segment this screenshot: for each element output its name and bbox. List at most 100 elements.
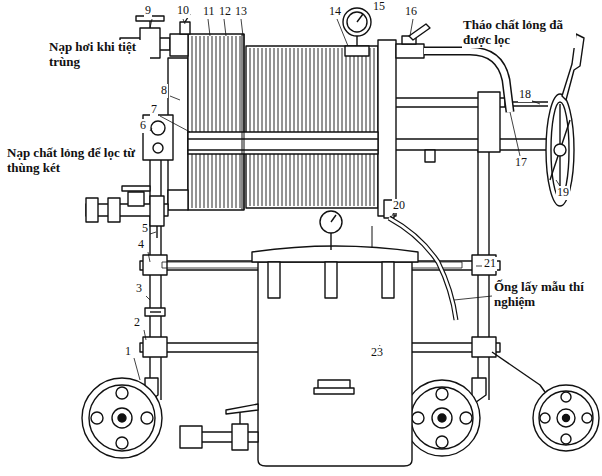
callout-number: 16 [404, 5, 418, 19]
filter-plate [236, 36, 237, 208]
filter-plate [286, 48, 287, 206]
filter-plate [278, 48, 279, 206]
sampling-tube [372, 200, 456, 320]
caster-wheel [582, 413, 592, 423]
callout-number: 18 [518, 88, 532, 102]
leader-line [134, 358, 140, 380]
inlet-pipe [128, 192, 144, 206]
filter-plate [302, 48, 303, 206]
filter-plate [212, 36, 213, 208]
caster-wheel [492, 352, 545, 392]
collection-tank [314, 388, 354, 394]
leader-line [146, 296, 150, 300]
outlet-valve [409, 24, 430, 40]
caster-wheel [112, 408, 132, 428]
filter-plate [196, 36, 197, 208]
filter-plate-pack [246, 46, 378, 208]
caster-wheel [118, 414, 126, 422]
callout-number: 17 [514, 156, 528, 170]
tie-bar [425, 150, 435, 162]
callout-number: 6 [139, 119, 147, 133]
frame [150, 311, 161, 312]
caster-wheel [89, 385, 155, 451]
caster-wheel [411, 387, 473, 449]
callout-number: 14 [328, 5, 342, 19]
tie-rod [188, 132, 378, 154]
callout-number: 5 [141, 222, 149, 236]
collection-tank [252, 211, 418, 466]
pressure-gauge [357, 14, 363, 22]
handwheel [559, 104, 560, 150]
filter-plate [254, 48, 255, 206]
frame [472, 255, 496, 275]
callout-number: 8 [160, 84, 168, 98]
leader-line [510, 112, 520, 156]
annotation-text: Tháo chất lỏng đã được lọc [462, 18, 576, 48]
pressure-gauge [343, 8, 371, 36]
caster-wheel [533, 385, 599, 451]
filter-plate [208, 36, 209, 208]
filter-plate [224, 36, 225, 208]
filter-plate [298, 48, 299, 206]
filter-plate [326, 48, 327, 206]
inlet-pipe [86, 186, 168, 238]
callout-number: 23 [370, 346, 384, 360]
filter-plate [306, 48, 307, 206]
caster-wheel [412, 412, 424, 424]
filter-plate [338, 48, 339, 206]
caster-wheel [82, 378, 162, 458]
callout-number: 11 [202, 5, 216, 19]
leader-line [337, 19, 348, 46]
filter-plate [216, 36, 217, 208]
collection-tank [330, 233, 331, 250]
annotation-text: Ống lấy mẫu thí nghiệm [493, 280, 593, 310]
callout-number: 9 [144, 4, 152, 18]
inlet-pipe [156, 226, 157, 238]
callout-number: 12 [218, 5, 232, 19]
filter-plate [362, 48, 363, 206]
leader-line [241, 19, 243, 36]
caster-wheel [116, 387, 128, 399]
filter-plate [342, 48, 343, 206]
filter-plate [374, 48, 375, 206]
tie-rod [244, 34, 245, 210]
callout-number: 19 [556, 186, 570, 200]
filter-plate [322, 48, 323, 206]
caster-wheel [539, 391, 593, 445]
filter-plate [350, 48, 351, 206]
inlet-pipe [150, 196, 164, 226]
tie-rod [188, 34, 378, 210]
caster-wheel [432, 408, 452, 428]
callout-number: 2 [133, 316, 141, 330]
filter-plate [330, 48, 331, 206]
handwheel [554, 144, 566, 156]
leader-line [224, 19, 226, 36]
tie-bar [478, 92, 500, 152]
callout-number: 15 [372, 0, 386, 14]
collection-tank [268, 262, 280, 298]
collection-tank [252, 246, 418, 262]
leader-line [148, 252, 150, 262]
sampling-tube [372, 226, 373, 248]
frame [143, 255, 167, 275]
filter-plate-pack [188, 34, 244, 210]
caster-wheel [91, 412, 103, 424]
caster-wheel [561, 434, 571, 444]
drain-valve [180, 404, 258, 450]
caster-wheel [436, 388, 448, 400]
filter-plate [192, 36, 374, 208]
filter-plate-pack [153, 143, 163, 153]
tie-rod [242, 34, 243, 210]
filter-press-illustration [82, 8, 599, 466]
filter-plate-pack [143, 115, 173, 160]
handwheel [551, 102, 569, 198]
callout-number: 10 [176, 4, 190, 18]
callout-number: 3 [135, 282, 143, 296]
filter-plate [220, 36, 221, 208]
leader-line [170, 96, 180, 100]
leader-line [150, 232, 156, 234]
steam-valve [170, 34, 188, 56]
leader-line [454, 296, 492, 300]
